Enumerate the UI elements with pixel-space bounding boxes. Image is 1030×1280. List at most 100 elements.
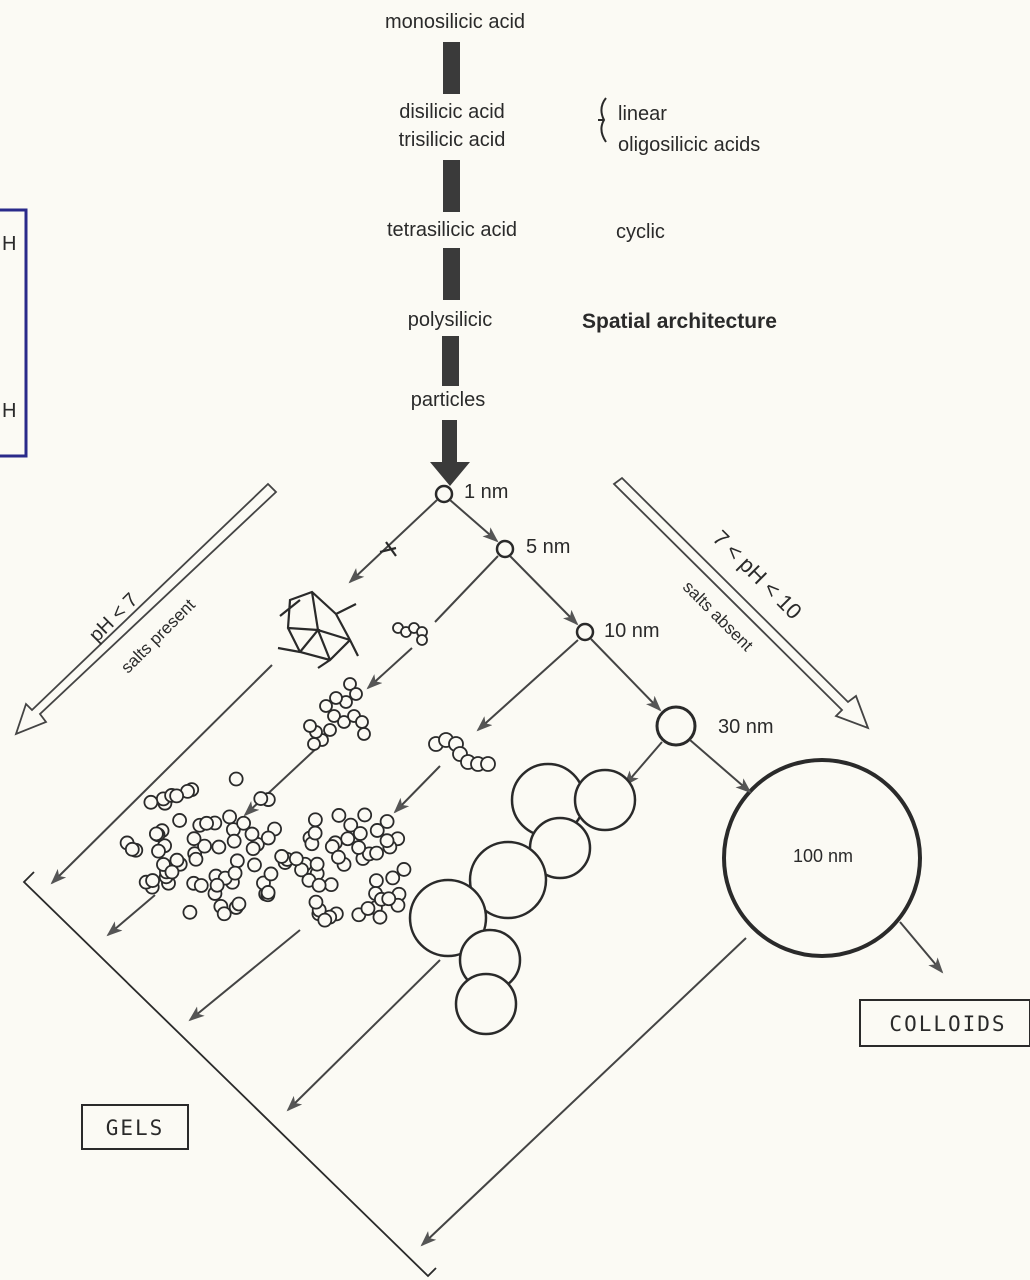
cluster-bead (317, 912, 333, 928)
cluster-bead (343, 677, 357, 691)
arrow-5nm-down (434, 555, 499, 623)
label-1nm: 1 nm (464, 481, 508, 503)
chain-bead (480, 756, 496, 772)
cluster-bead (172, 813, 188, 828)
cluster-bead (193, 878, 209, 893)
sequence-bar-1 (443, 42, 460, 94)
bracket-brace (598, 97, 607, 143)
cluster-bead (164, 864, 180, 880)
cluster-bead (349, 687, 363, 701)
arrow-1nm-to-network (348, 499, 438, 584)
node-1nm (434, 484, 454, 504)
cluster-bead (229, 853, 245, 869)
cluster-bead (228, 771, 244, 787)
cluster-bead (323, 877, 339, 893)
small-chain-structure (392, 622, 428, 646)
cluster-bead (360, 901, 376, 916)
node-5nm (495, 539, 515, 559)
label-cyclic: cyclic (616, 221, 665, 243)
cluster-bead (222, 809, 237, 825)
label-100nm: 100 nm (793, 846, 853, 866)
side-box (0, 208, 28, 458)
label-tetrasilicic-acid: tetrasilicic acid (387, 219, 517, 241)
small-cluster-structure (303, 677, 371, 751)
label-colloids: COLLOIDS (889, 1012, 1006, 1036)
arrow-chain-to-cluster (366, 647, 413, 690)
cluster-bead (331, 808, 347, 823)
label-30nm: 30 nm (718, 716, 774, 738)
label-monosilicic-acid: monosilicic acid (385, 11, 525, 33)
arrow-1nm-to-5nm (449, 499, 499, 543)
cluster-bead (209, 877, 225, 893)
label-disilicic-acid: disilicic acid (399, 101, 505, 123)
label-polysilicic: polysilicic (408, 309, 492, 331)
arrow-30nm-to-aggregate (623, 741, 663, 787)
sequence-bar-3 (443, 248, 460, 300)
cluster-bead (182, 904, 198, 920)
arrow-cluster-to-big-cluster (243, 744, 321, 817)
cluster-bead (379, 833, 395, 849)
cluster-bead (143, 794, 159, 810)
colloids-box (859, 999, 1030, 1047)
cluster-bead (369, 823, 385, 838)
sequence-bar-2 (443, 160, 460, 212)
aggregate-particle (468, 840, 548, 920)
ten-nm-chain-structure (428, 732, 496, 772)
cluster-bead (396, 862, 412, 877)
large-particle-aggregate (408, 762, 637, 1036)
branch-lines (50, 499, 944, 1247)
cluster-bead (169, 788, 185, 804)
cluster-bead (331, 849, 346, 865)
label-10nm: 10 nm (604, 620, 660, 642)
cluster-bead (236, 815, 251, 831)
cluster-bead (231, 896, 247, 912)
cluster-bead (263, 866, 279, 882)
chain-bead (416, 634, 428, 646)
sequence-arrowhead (430, 462, 470, 486)
large-cluster-structure (119, 771, 295, 922)
sequence-bar-5 (442, 420, 457, 464)
cluster-bead (227, 865, 243, 881)
cluster-bead (309, 856, 325, 872)
cluster-bead (381, 891, 397, 907)
cluster-bead (308, 894, 324, 910)
cluster-bead (245, 841, 261, 857)
cluster-bead (329, 691, 343, 705)
cluster-bead (303, 719, 317, 733)
side-box-top-label: H (2, 233, 16, 255)
label-linear: linear (618, 103, 667, 125)
arrow-to-colloids (899, 921, 944, 974)
cluster-bead (148, 826, 164, 842)
cluster-bead (274, 849, 290, 864)
cluster-bead (323, 723, 337, 737)
arrow-chain-to-medium-cluster (393, 765, 441, 814)
sequence-bar-4 (442, 336, 459, 386)
cluster-bead (351, 840, 367, 855)
cluster-bead (226, 833, 242, 849)
cluster-bead (379, 814, 395, 829)
cluster-bead (197, 838, 212, 854)
cluster-bead (385, 870, 401, 886)
arrow-10nm-to-30nm (590, 638, 662, 712)
cluster-bead (307, 812, 323, 828)
cluster-bead (216, 906, 232, 922)
cluster-bead (253, 791, 269, 806)
side-box-bottom-label: H (2, 400, 16, 422)
network-lines (277, 590, 359, 669)
cluster-bead (188, 851, 204, 867)
cluster-bead (145, 873, 160, 888)
hollow-arrow-left (14, 482, 278, 736)
cluster-bead (151, 843, 166, 859)
cluster-bead (247, 857, 262, 873)
gels-bracket (22, 871, 437, 1278)
label-right-salts: salts absent (679, 577, 757, 655)
arrow-network-to-gel (50, 664, 273, 885)
node-100nm (722, 758, 922, 958)
cluster-bead (186, 831, 202, 847)
cluster-bead (343, 817, 359, 833)
label-spatial-architecture: Spatial architecture (582, 310, 777, 333)
node-30nm (655, 705, 697, 747)
arrow-30nm-to-100nm (689, 739, 752, 794)
cluster-bead (211, 839, 227, 855)
